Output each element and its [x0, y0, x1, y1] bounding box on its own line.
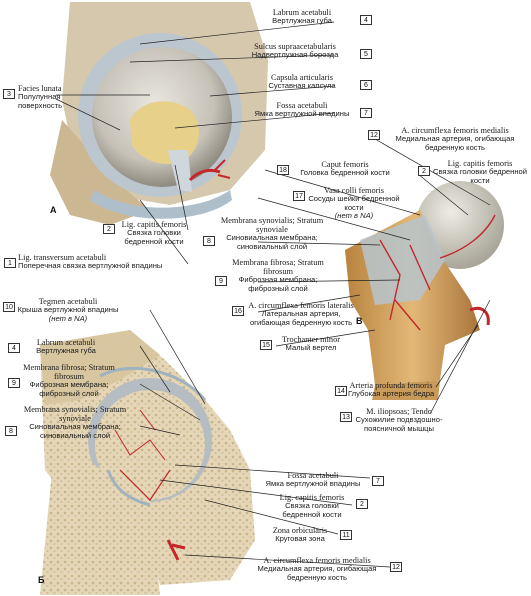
figure-letter-a: А: [50, 205, 57, 215]
label-number: 2: [356, 499, 368, 509]
label-number: 12: [368, 130, 380, 140]
label-number: 4: [360, 15, 372, 25]
label-number: 14: [335, 386, 347, 396]
label-number: 4: [8, 343, 20, 353]
label-number: 10: [3, 302, 15, 312]
label-membrana-synovialis-v: Membrana synovialis; Stratum synoviale С…: [220, 216, 324, 251]
label-number: 17: [293, 191, 305, 201]
label-number: 7: [360, 108, 372, 118]
label-vasa-colli-femoris: Vasa colli femoris Сосуды шейки бедренно…: [308, 186, 400, 221]
label-number: 16: [232, 306, 244, 316]
label-a-circumflexa-medialis-v: A. circumflexa femoris medialis Медиальн…: [395, 126, 515, 152]
label-number: 12: [390, 562, 402, 572]
capsule-v: [360, 215, 445, 305]
label-membrana-fibrosa-b: Membrana fibrosa; Stratum fibrosum Фибро…: [23, 363, 115, 398]
label-number: 13: [340, 412, 352, 422]
label-number: 15: [260, 340, 272, 350]
label-number: 8: [5, 426, 17, 436]
label-membrana-fibrosa-v: Membrana fibrosa; Stratum fibrosum Фибро…: [232, 258, 324, 293]
figure-letter-b: Б: [38, 575, 45, 585]
label-number: 9: [8, 378, 20, 388]
label-number: 18: [277, 165, 289, 175]
label-number: 9: [215, 276, 227, 286]
label-m-iliopsoas: M. iliopsoas; Tendo Сухожилие подвздошно…: [355, 407, 443, 433]
label-number: 1: [4, 258, 16, 268]
label-lig-capitis-femoris-v: Lig. capitis femoris Связка головки бедр…: [432, 159, 527, 185]
label-number: 2: [418, 166, 430, 176]
label-membrana-synovialis-b: Membrana synovialis; Stratum synoviale С…: [23, 405, 127, 440]
lig-capitis-femoris-a: [168, 150, 192, 192]
label-facies-lunata: Facies lunata Полулунная поверхность: [18, 84, 63, 110]
lig-transversum-a: [90, 190, 232, 219]
label-a-circumflexa-lateralis: A. circumflexa femoris lateralis Латерал…: [248, 301, 354, 327]
label-number: 5: [360, 49, 372, 59]
label-number: 7: [372, 476, 384, 486]
label-number: 8: [203, 236, 215, 246]
label-number: 2: [103, 224, 115, 234]
label-number: 11: [340, 530, 352, 540]
label-number: 6: [360, 80, 372, 90]
figure-v-femur: [345, 181, 504, 400]
label-lig-capitis-femoris-b: Lig. capitis femoris Связка головки бедр…: [279, 493, 345, 519]
label-a-circumflexa-medialis-b: A. circumflexa femoris medialis Медиальн…: [257, 556, 377, 582]
fossa-acetabuli-a: [130, 101, 200, 165]
figure-a-acetabulum: [50, 2, 268, 225]
figure-letter-v: В: [356, 316, 363, 326]
label-lig-capitis-femoris-a: Lig. capitis femoris Связка головки бедр…: [121, 220, 187, 246]
label-number: 3: [3, 89, 15, 99]
